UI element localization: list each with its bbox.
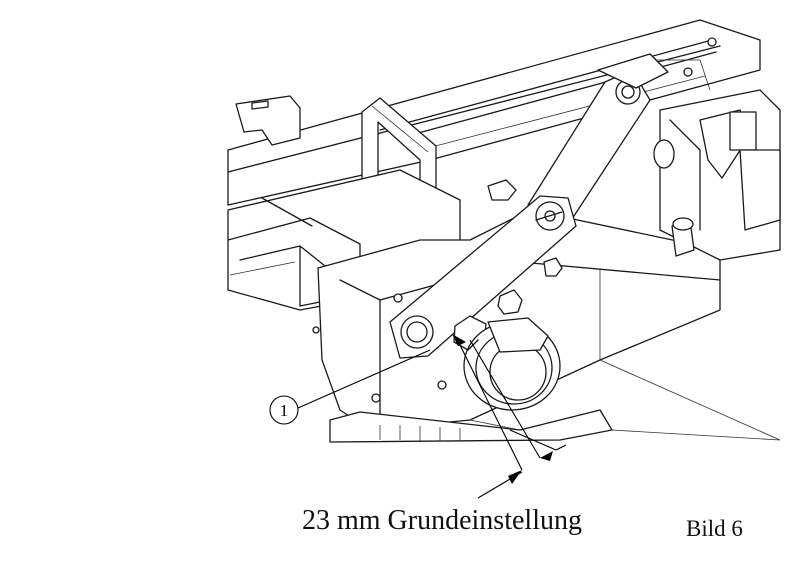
- bearing-roller: [463, 317, 561, 411]
- lower-link-plate: [389, 195, 577, 359]
- dimension-23mm: [452, 334, 567, 499]
- figure-label: Bild 6: [686, 516, 743, 541]
- dimension-caption: 23 mm Grundeinstellung: [302, 505, 582, 536]
- callout-1: 1: [269, 349, 431, 425]
- callout-number: 1: [280, 401, 289, 420]
- mounting-tab: [235, 95, 301, 146]
- bottom-housing: [329, 359, 781, 443]
- upper-link-arm: [527, 37, 717, 233]
- right-frame: [640, 59, 781, 261]
